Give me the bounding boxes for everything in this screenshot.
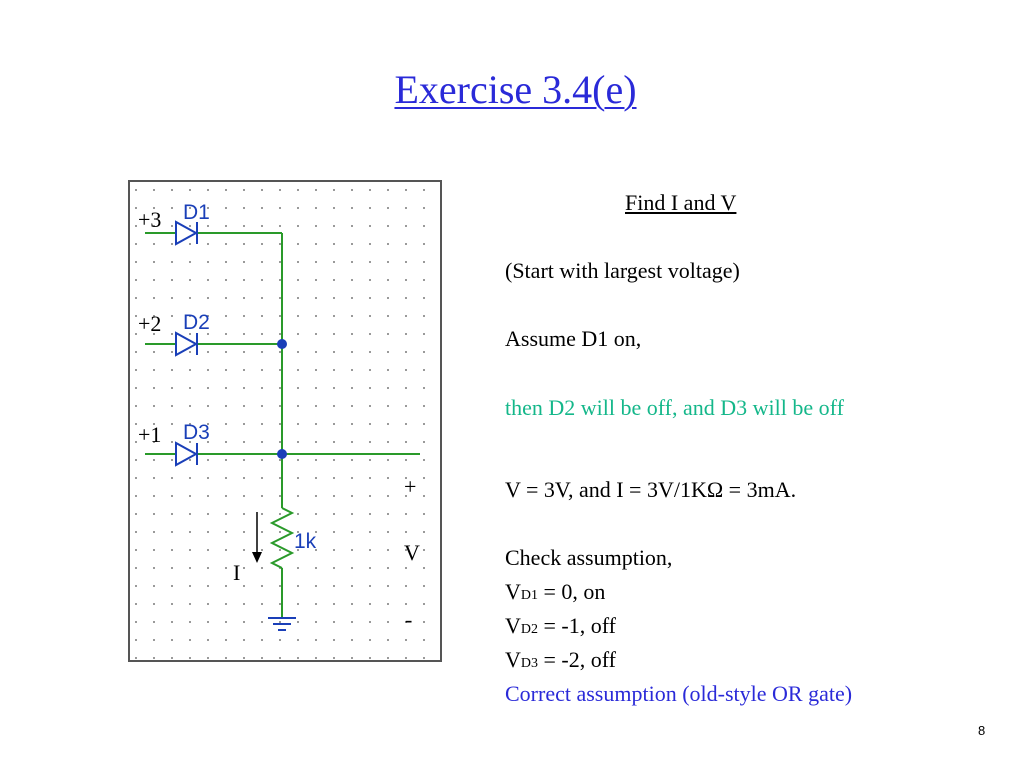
schematic-grid: [131, 183, 439, 659]
check-line-vd2: VD2 = -1, off: [505, 613, 617, 638]
check-line-vd1: VD1 = 0, on: [505, 579, 606, 604]
equation-text: V = 3V, and I = 3V/1KΩ = 3mA.: [505, 477, 797, 502]
plus-terminal-label: +: [404, 474, 416, 499]
page-number: 8: [978, 723, 986, 738]
current-label: I: [233, 560, 240, 585]
check-line-vd3: VD3 = -2, off: [505, 647, 617, 672]
diode-label-d2: D2: [183, 311, 210, 334]
wires: [145, 232, 420, 617]
source-label-plus3: +3: [138, 207, 161, 232]
conclusion-text: Correct assumption (old-style OR gate): [505, 681, 853, 706]
diode-d3: [175, 441, 199, 467]
resistor-label: 1k: [294, 530, 317, 553]
minus-terminal-label: -: [405, 607, 412, 632]
source-label-plus2: +2: [138, 311, 161, 336]
diode-label-d3: D3: [183, 421, 210, 444]
voltage-label: V: [404, 540, 420, 565]
consequence-text: then D2 will be off, and D3 will be off: [505, 395, 844, 420]
diode-label-d1: D1: [183, 201, 210, 224]
slide-title: Exercise 3.4(e): [394, 67, 637, 112]
junction-node: [277, 339, 287, 349]
source-label-plus1: +1: [138, 422, 161, 447]
current-arrowhead: [252, 552, 262, 563]
assume-text: Assume D1 on,: [505, 326, 642, 351]
hint-text: (Start with largest voltage): [505, 258, 740, 283]
junction-node: [277, 449, 287, 459]
diode-d2: [175, 331, 199, 357]
find-heading: Find I and V: [625, 190, 737, 215]
resistor-1k: [269, 507, 295, 569]
check-heading: Check assumption,: [505, 545, 673, 570]
ground-symbol: [268, 617, 296, 631]
diode-d1: [175, 220, 199, 246]
